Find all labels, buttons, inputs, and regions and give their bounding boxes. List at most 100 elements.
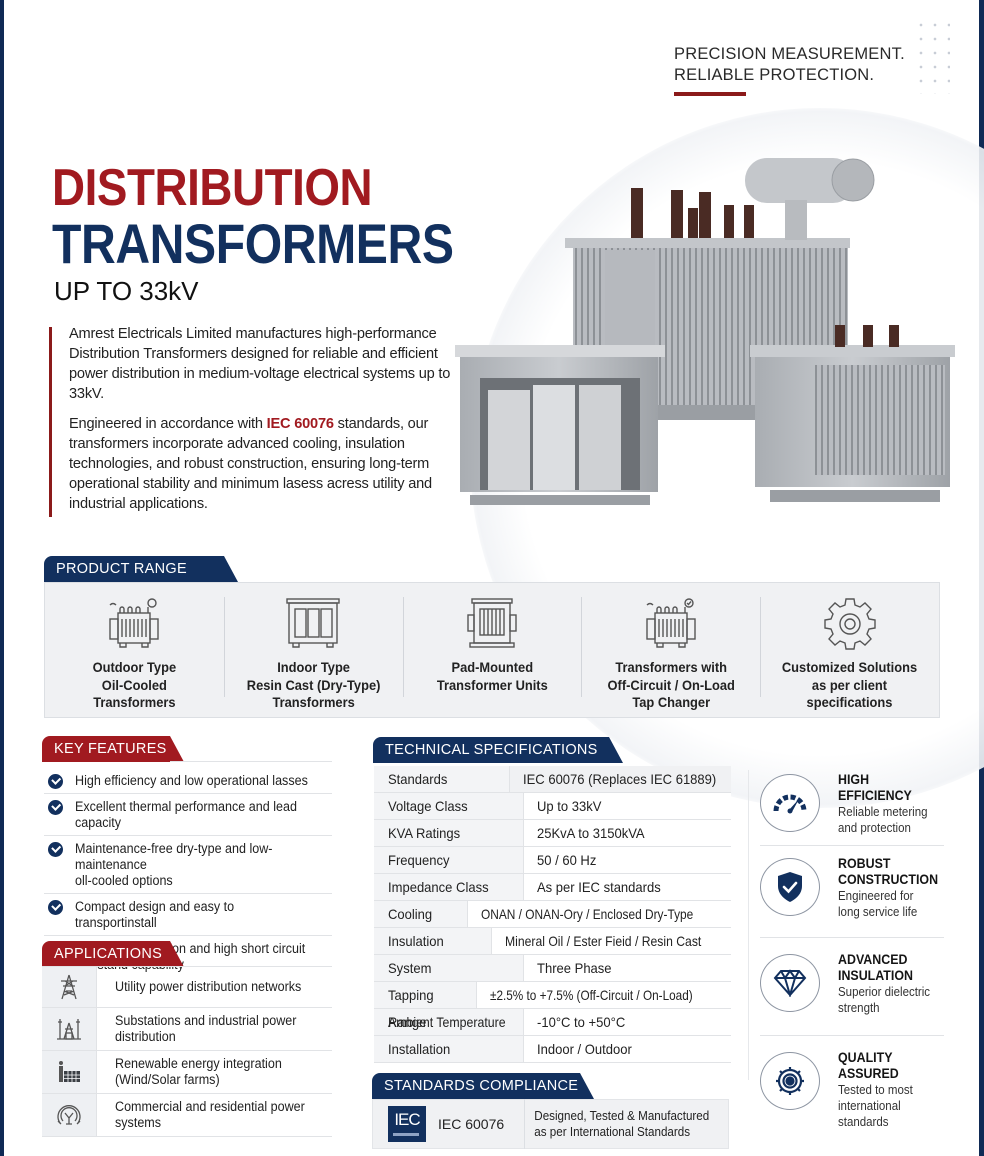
application-row: Utility power distribution networks [42, 967, 332, 1008]
app-icon-cell [42, 1051, 97, 1093]
tagline-underline [674, 92, 746, 96]
feature-item: High efficiency and low operational lass… [44, 768, 332, 794]
spec-key-text: Cooling [388, 906, 433, 922]
application-text-cell: Utility power distribution networks [97, 967, 315, 1007]
standard-description: Designed, Tested & Manufactured as per I… [534, 1109, 710, 1139]
application-label: Commercial and residential power systems [115, 1099, 305, 1130]
spec-key: Impedance Class [374, 874, 524, 900]
product-range-item: Outdoor Type Oil-Cooled Transformers [45, 583, 224, 717]
feature-item: Maintenance-free dry-type and low-mainte… [44, 836, 332, 894]
iec-logo: IEC [388, 1106, 426, 1142]
spec-key-text: Voltage Class [388, 798, 468, 814]
spec-key-text: Frequency [388, 852, 450, 868]
applications-heading: APPLICATIONS [42, 941, 184, 967]
product-range-item: Indoor Type Resin Cast (Dry-Type) Transf… [223, 583, 403, 717]
app-icon-cell [42, 967, 97, 1007]
highlight-title: QUALITY ASSURED [838, 1050, 899, 1081]
pad-mounted-transformer-icon [467, 598, 517, 648]
highlight-item: ROBUST CONSTRUCTION Engineered for long … [760, 846, 944, 938]
spec-key: Ambient Temperature [374, 1009, 524, 1035]
spec-value: Three Phase [524, 955, 731, 981]
product-range-panel: Outdoor Type Oil-Cooled Transformers Ind… [44, 582, 940, 718]
spec-key: System [374, 955, 524, 981]
product-range-heading: PRODUCT RANGE [44, 556, 238, 582]
highlight-description: Superior dielectric strength [838, 985, 931, 1015]
iec-standard-highlight: IEC 60076 [266, 416, 334, 432]
spec-value-text: IEC 60076 (Replaces IEC 61889) [523, 771, 717, 787]
application-row: Renewable energy integration (Wind/Solar… [42, 1051, 332, 1094]
tagline: PRECISION MEASUREMENT. RELIABLE PROTECTI… [674, 44, 905, 86]
spec-row: Voltage Class Up to 33kV [374, 793, 731, 820]
divider [748, 770, 749, 1080]
application-text-cell: Substations and industrial power distrib… [97, 1008, 310, 1050]
shield-check-icon [778, 872, 802, 902]
spec-key-text: Insulation [388, 933, 444, 949]
product-range-label: Indoor Type Resin Cast (Dry-Type) Transf… [246, 659, 380, 710]
divider [170, 761, 332, 762]
spec-value: Up to 33kV [524, 793, 731, 819]
product-range-item: Pad-Mounted Transformer Units [402, 583, 582, 717]
solar-farm-icon [59, 1061, 80, 1082]
highlight-item: QUALITY ASSURED Tested to most internati… [760, 1036, 944, 1140]
spec-key: Installation [374, 1036, 524, 1062]
spec-value-text: 25KvA to 3150kVA [537, 825, 645, 841]
application-label: Substations and industrial power distrib… [115, 1013, 297, 1044]
spec-value-text: Mineral Oil / Ester Fieid / Resin Cast [505, 933, 702, 949]
product-range-item: Customized Solutions as per client speci… [760, 583, 939, 717]
highlight-description: Reliable metering and protection [838, 805, 928, 835]
tagline-line-2: RELIABLE PROTECTION. [674, 66, 875, 84]
gear-icon [823, 598, 876, 650]
app-icon-cell [42, 1094, 97, 1136]
power-plug-icon [57, 1105, 81, 1125]
highlight-text: ROBUST CONSTRUCTION Engineered for long … [838, 856, 947, 920]
highlight-icon-circle [760, 774, 820, 832]
spec-value-text: Up to 33kV [537, 798, 602, 814]
spec-key: Cooling [374, 901, 469, 927]
spec-value: IEC 60076 (Replaces IEC 61889) [510, 766, 731, 792]
intro-paragraph-1: Amrest Electricals Limited manufactures … [69, 326, 451, 402]
standard-name: IEC 60076 [438, 1116, 505, 1132]
product-range-label: Pad-Mounted Transformer Units [436, 659, 548, 693]
application-row: Commercial and residential power systems [42, 1094, 332, 1137]
spec-row: KVA Ratings 25KvA to 3150kVA [374, 820, 731, 847]
highlight-icon-circle [760, 954, 820, 1012]
intro-text-segment: Engineered in accordance with [69, 416, 267, 432]
highlight-title: HIGH EFFICIENCY [838, 772, 912, 803]
spec-value-text: 50 / 60 Hz [537, 852, 597, 868]
product-range-label: Outdoor Type Oil-Cooled Transformers [92, 659, 177, 710]
spec-key: Voltage Class [374, 793, 524, 819]
spec-row: Installation Indoor / Outdoor [374, 1036, 731, 1063]
spec-key-text: Tapping Range [388, 987, 434, 1030]
highlight-title: ROBUST CONSTRUCTION [838, 856, 939, 887]
spec-row: Standards IEC 60076 (Replaces IEC 61889) [374, 766, 731, 793]
tagline-line-1: PRECISION MEASUREMENT. [674, 45, 905, 63]
technical-specifications-heading: TECHNICAL SPECIFICATIONS [373, 737, 623, 763]
standards-compliance-heading: STANDARDS COMPLIANCE [372, 1073, 594, 1099]
spec-key-text: Standards [388, 771, 448, 787]
product-range-label: Transformers with Off-Circuit / On-Load … [607, 659, 735, 710]
spec-value: ONAN / ONAN-Ory / Enclosed Dry-Type [468, 901, 731, 927]
spec-value-text: -10°C to +50°C [537, 1014, 626, 1030]
application-text-cell: Renewable energy integration (Wind/Solar… [97, 1051, 294, 1093]
highlight-text: HIGH EFFICIENCY Reliable metering and pr… [838, 772, 944, 836]
standards-compliance-panel: IEC IEC 60076 Designed, Tested & Manufac… [372, 1099, 729, 1149]
quality-gear-icon [776, 1067, 804, 1095]
applications-table: Utility power distribution networks Subs… [42, 966, 332, 1137]
highlight-text: ADVANCED INSULATION Superior dielectric … [838, 952, 938, 1016]
spec-key: Frequency [374, 847, 524, 873]
oil-transformer-icon [109, 598, 160, 648]
page-title-line-1: DISTRIBUTION [52, 159, 373, 217]
spec-key-text: System [388, 960, 432, 976]
highlight-text: QUALITY ASSURED Tested to most internati… [838, 1050, 944, 1130]
check-circle-icon [48, 800, 63, 815]
product-range-item: Transformers with Off-Circuit / On-Load … [581, 583, 760, 717]
feature-text: High efficiency and low operational lass… [75, 773, 308, 788]
spec-value-text: Indoor / Outdoor [537, 1041, 632, 1057]
dry-type-transformer-icon [286, 598, 340, 648]
spec-key: KVA Ratings [374, 820, 524, 846]
check-circle-icon [48, 900, 63, 915]
spec-value: Mineral Oil / Ester Fieid / Resin Cast [492, 928, 731, 954]
spec-row: Ambient Temperature -10°C to +50°C [374, 1009, 731, 1036]
intro-accent-bar [49, 327, 52, 517]
spec-value-text: ±2.5% to +7.5% (Off-Circuit / On-Load) [489, 987, 693, 1003]
